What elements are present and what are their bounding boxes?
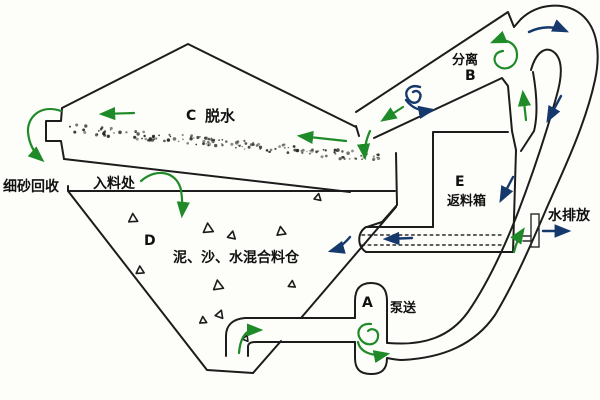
screen-flow-arrow-right xyxy=(296,130,348,144)
screen-bottom-edge xyxy=(63,158,351,193)
junction-swirl-loop xyxy=(405,85,422,104)
pump-outline xyxy=(354,282,403,375)
channel-spill-arrow xyxy=(327,235,352,254)
flow-arrows xyxy=(26,19,572,364)
recovery-label: 细砂回收 xyxy=(3,178,60,195)
separator-outline xyxy=(355,11,522,139)
hopper-left-wall xyxy=(67,190,254,374)
pump-swirl-arrow xyxy=(356,340,391,364)
screen-letter: C xyxy=(186,108,196,124)
pump-letter: A xyxy=(362,295,373,311)
return-box-right-edge xyxy=(511,130,517,253)
flange-plate xyxy=(530,213,540,248)
feed-label: 入料处 xyxy=(93,175,136,192)
suction-pipe-top xyxy=(225,317,356,357)
box-inflow-arrow xyxy=(499,175,515,203)
feed-arrow xyxy=(139,171,190,219)
overflow-leg-up-arrow xyxy=(517,89,532,122)
channel-return-arrow xyxy=(382,231,414,246)
screen-roof xyxy=(61,43,357,128)
riser-pipe-outline xyxy=(387,4,599,361)
water-discharge-label: 水排放 xyxy=(548,207,591,224)
pump-swirl-loop xyxy=(357,322,380,346)
pipe-inner-edge xyxy=(387,48,562,345)
screen-label: 脱水 xyxy=(205,107,236,125)
return-channel xyxy=(358,226,514,253)
return-box-left-top xyxy=(432,131,509,228)
hook-top-arrow xyxy=(527,19,570,34)
pump-body xyxy=(354,282,403,375)
dewatering-screen-outline xyxy=(45,43,357,193)
separator-swirl-arrow xyxy=(489,30,519,70)
hopper-label: 泥、沙、水混合料仓 xyxy=(173,249,300,266)
separator-letter: B xyxy=(465,68,476,84)
separator-label: 分离 xyxy=(452,52,478,68)
hopper-right-wall-upper xyxy=(300,206,397,319)
suction-pipe-outline xyxy=(225,317,356,357)
hopper-right-wall-lower xyxy=(252,340,282,374)
junction-swirl-arrow xyxy=(404,98,436,120)
overflow-leg-right-edge xyxy=(520,71,538,152)
riser-up-arrow xyxy=(510,227,525,254)
screen-support-chute xyxy=(366,152,398,228)
suction-arrow xyxy=(237,323,264,355)
pipe-outer-edge xyxy=(401,4,599,361)
screen-flow-arrow-left xyxy=(98,106,136,121)
screen-material-band xyxy=(69,123,381,161)
separator-slide-arrow xyxy=(380,105,405,122)
underflow-drop-arrow xyxy=(356,129,372,161)
hopper-outline xyxy=(67,152,398,374)
suction-pipe-bottom xyxy=(247,341,356,357)
pump-label: 泵送 xyxy=(390,300,417,316)
downleg-arrow xyxy=(546,94,563,123)
separator-bottom-edge xyxy=(373,77,513,139)
aggregate-marks xyxy=(127,192,322,343)
diagram-labels: 分离 B C 脱水 细砂回收 入料处 D 泥、沙、水混合料仓 E 返料箱 水排放… xyxy=(3,52,591,316)
return-box-outline xyxy=(358,130,517,253)
separator-top-edge xyxy=(355,11,522,113)
hopper-letter: D xyxy=(144,233,156,249)
recovery-arrow xyxy=(26,108,63,163)
screen-left-edge xyxy=(45,107,65,160)
return-box-label: 返料箱 xyxy=(447,193,486,209)
return-box-letter: E xyxy=(455,174,465,190)
